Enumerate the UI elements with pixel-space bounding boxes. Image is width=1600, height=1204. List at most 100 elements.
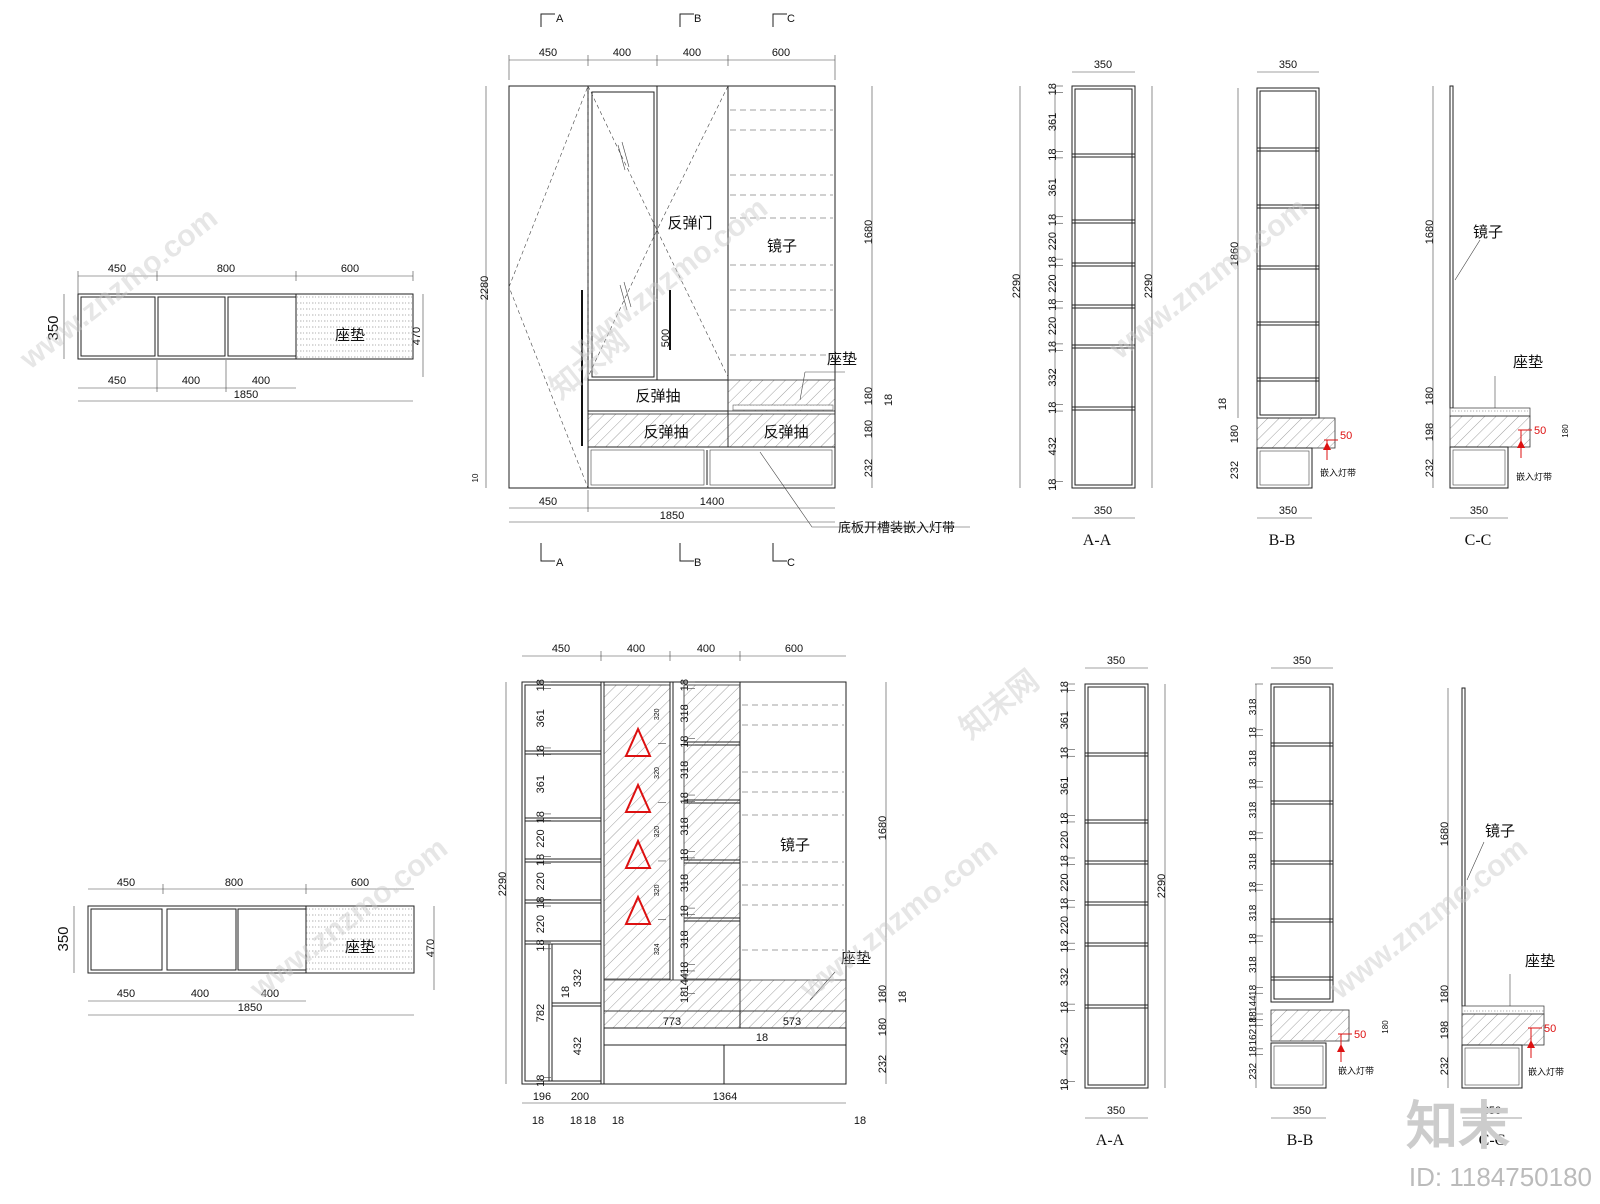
elev-bot-mid-dims-1: 318: [679, 704, 691, 722]
elev-bot-left-dims-5: 220: [535, 829, 547, 847]
watermark-logo: 知末: [1405, 1097, 1510, 1157]
drawer-label-3: 反弹抽: [763, 424, 808, 441]
elev-top-height: 2280: [479, 276, 491, 300]
elev-bot-left-dims-1: 361: [535, 709, 547, 727]
cc-top-red-dim: 50: [1534, 425, 1546, 437]
cc-bot-mirror-label: 镜子: [1485, 822, 1515, 840]
elev-bot-small-5: 18: [854, 1115, 866, 1127]
aa-bot-dims-2: 18: [1059, 747, 1071, 759]
elev-top-r3: 232: [863, 459, 875, 477]
elev-bot-r-small: 18: [897, 991, 909, 1003]
elev-bot-drawer-w2: 573: [783, 1016, 801, 1028]
aa-top-dims-14: 18: [1047, 479, 1059, 491]
aa-top-dims-3: 361: [1047, 178, 1059, 196]
bb-bot-dims-12: 144: [1248, 995, 1259, 1012]
aa-top-dims-13: 432: [1047, 437, 1059, 455]
elev-bot-mid-dims-4: 18: [679, 792, 691, 804]
elev-bot-glass-dims-3: 320: [654, 884, 661, 896]
aa-bot-dims-11: 332: [1059, 968, 1071, 986]
glass-warning-triangles: [624, 726, 652, 925]
elev-bot-r1: 180: [877, 985, 889, 1003]
cc-top-d3: 232: [1424, 459, 1436, 477]
cc-bot-d1: 180: [1439, 985, 1451, 1003]
sec-marker-c-bot: C: [787, 557, 795, 569]
aa-top-dims-4: 18: [1047, 214, 1059, 226]
aa-top-dims-1: 361: [1047, 113, 1059, 131]
elev-bot-r3: 232: [877, 1055, 889, 1073]
section-aa-top-title: A-A: [1083, 532, 1112, 549]
bb-bot-light-note: 嵌入灯带: [1338, 1066, 1374, 1076]
aa-top-dims-6: 18: [1047, 256, 1059, 268]
mirror-label-top: 镜子: [767, 237, 797, 255]
elev-bot-bot-1: 196: [533, 1091, 551, 1103]
elev-top-dim-2: 400: [613, 47, 631, 59]
elev-top-r2: 180: [863, 420, 875, 438]
bb-bot-red-dim: 50: [1354, 1029, 1366, 1041]
elev-bot-glass-dims-1: 320: [654, 767, 661, 779]
elev-bot-r2: 180: [877, 1018, 889, 1036]
rebound-door-label: 反弹门: [667, 215, 712, 232]
section-aa-bottom-title: A-A: [1096, 1132, 1125, 1149]
plan-dim-top-1: 450: [108, 263, 126, 275]
watermark-brand-1: 知末网: [954, 664, 1045, 745]
bb-top-d2: 180: [1229, 425, 1241, 443]
aa-top-dims-11: 332: [1047, 368, 1059, 386]
elev-bot-left-dims-2: 18: [535, 745, 547, 757]
elev-bot-bot-3: 1364: [713, 1091, 737, 1103]
bb-top-d3: 232: [1229, 461, 1241, 479]
elev-bot-small-1: 18: [532, 1115, 544, 1127]
aa-bot-dims-5: 220: [1059, 831, 1071, 849]
section-bb-top: 350 350 1860 18 180 232 50 嵌入灯带 B-B: [1217, 59, 1356, 549]
aa-bot-dims-14: 18: [1059, 1079, 1071, 1091]
bb-bot-dims-10: 318: [1248, 956, 1259, 973]
elev-bot-left-dims-9: 220: [535, 915, 547, 933]
elev-bot-seat-label: 座垫: [841, 950, 871, 967]
bb-bot-dims-2: 318: [1248, 750, 1259, 767]
bb-bot-dims-5: 18: [1248, 830, 1259, 842]
elev-bot-mid-dims-5: 318: [679, 817, 691, 835]
plan-dim-bot-1: 450: [108, 375, 126, 387]
watermark-text-5: www.znzmo.com: [793, 831, 1004, 1006]
elev-bot-left-dims-4: 18: [535, 811, 547, 823]
elev-bot-mid-dims-10: 18: [679, 962, 691, 974]
bb-bot-dims-6: 318: [1248, 853, 1259, 870]
base-slot-note: 底板开槽装嵌入灯带: [838, 520, 955, 535]
elev-bot-height: 2290: [497, 872, 509, 896]
bb-top-height: 1860: [1229, 242, 1241, 266]
cc-bot-d3: 232: [1439, 1057, 1451, 1075]
aa-bot-dims-4: 18: [1059, 813, 1071, 825]
section-aa-bottom: 350 350 2290 183611836118220182201822018…: [1059, 655, 1168, 1149]
plan2-depth-left: 350: [55, 926, 72, 951]
cc-top-seat-label: 座垫: [1513, 354, 1543, 371]
elev-bot-mirror-h: 1680: [877, 816, 889, 840]
plan2-dim-top-2: 800: [225, 877, 243, 889]
plan2-seat-label: 座垫: [345, 939, 375, 956]
bb-bot-dims-1: 18: [1248, 727, 1259, 739]
sec-marker-c-top: C: [787, 13, 795, 25]
bb-bot-dims-14: 18: [1248, 1017, 1259, 1029]
elev-top-r-small: 18: [883, 394, 895, 406]
cc-bot-height: 1680: [1439, 822, 1451, 846]
bb-bot-dims-17: 232: [1248, 1063, 1259, 1080]
plan-dim-top-3: 600: [341, 263, 359, 275]
elevation-top: 反弹门 500 镜子 座垫 反弹抽 反弹抽 反弹抽 450 400 400 60…: [471, 13, 970, 569]
cc-bot-seat-label: 座垫: [1525, 953, 1555, 970]
aa-top-dims-2: 18: [1047, 149, 1059, 161]
aa-bot-width-bot: 350: [1107, 1105, 1125, 1117]
drawer-label-1: 反弹抽: [635, 388, 680, 405]
plan2-depth-right: 470: [425, 939, 437, 957]
elev-top-dim-1: 450: [539, 47, 557, 59]
watermark-text-6: www.znzmo.com: [1323, 831, 1534, 1006]
aa-bot-dims-7: 220: [1059, 873, 1071, 891]
elev-bot-mid-dims-8: 18: [679, 905, 691, 917]
cc-bot-width: 350: [1483, 1105, 1501, 1117]
section-cc-bottom: 1680 180 198 232 50 嵌入灯带 镜子 座垫 350 C-C: [1439, 687, 1564, 1149]
elev-top-dim-4: 600: [772, 47, 790, 59]
aa-top-dims-12: 18: [1047, 402, 1059, 414]
cc-top-width: 350: [1470, 505, 1488, 517]
seat-label-top: 座垫: [827, 351, 857, 368]
section-bb-bottom-title: B-B: [1287, 1132, 1314, 1149]
elevation-bottom: 镜子 座垫 773 573 18 450 400 400 600 2290 16…: [497, 643, 909, 1127]
elev-bot-bot-2: 200: [571, 1091, 589, 1103]
